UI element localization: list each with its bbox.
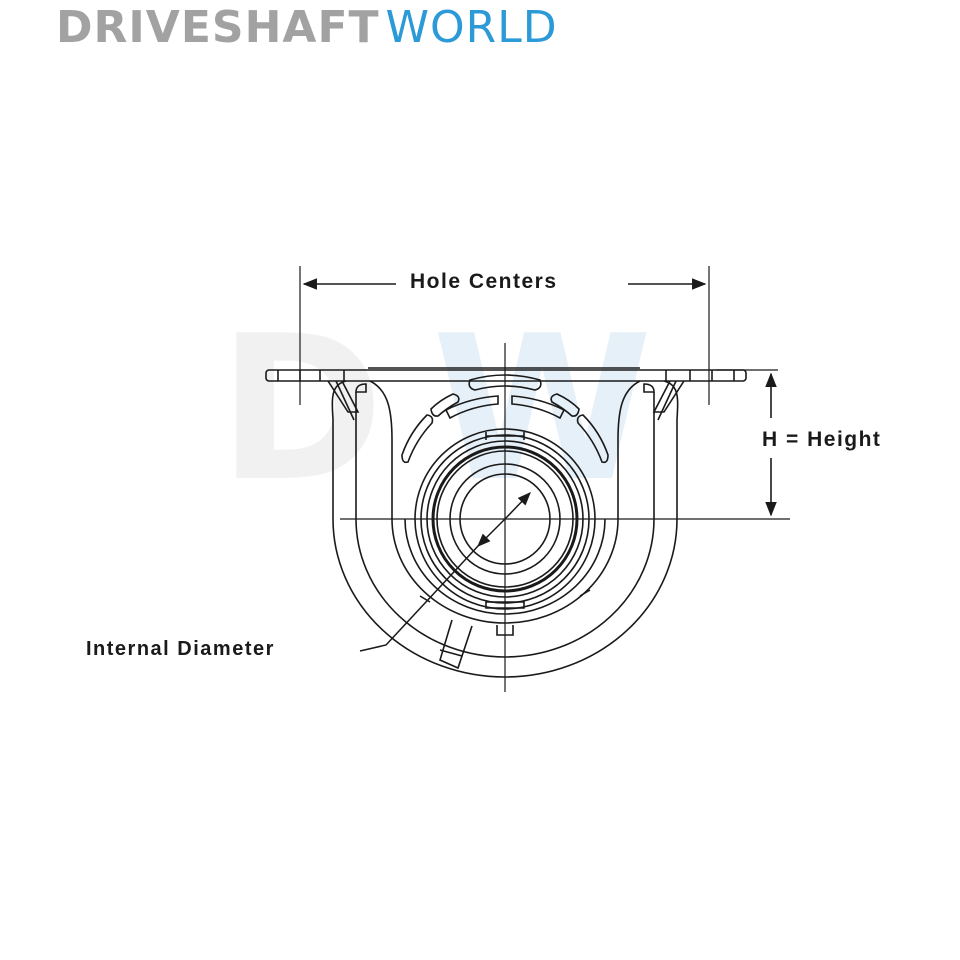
label-internal-diameter: Internal Diameter xyxy=(86,638,275,660)
logo-text-driveshaft: DRIVESHAFT xyxy=(56,2,380,53)
bearing-drawing xyxy=(265,266,790,692)
mounting-flange xyxy=(265,367,747,382)
watermark: D W xyxy=(218,293,653,526)
logo-text-world: WORLD xyxy=(385,2,558,53)
dimension-internal-diameter xyxy=(359,492,531,652)
watermark-d: D xyxy=(218,293,384,526)
label-hole-centers: Hole Centers xyxy=(410,270,558,293)
brand-logo: DRIVESHAFT WORLD xyxy=(56,2,558,53)
label-height: H = Height xyxy=(762,428,881,451)
